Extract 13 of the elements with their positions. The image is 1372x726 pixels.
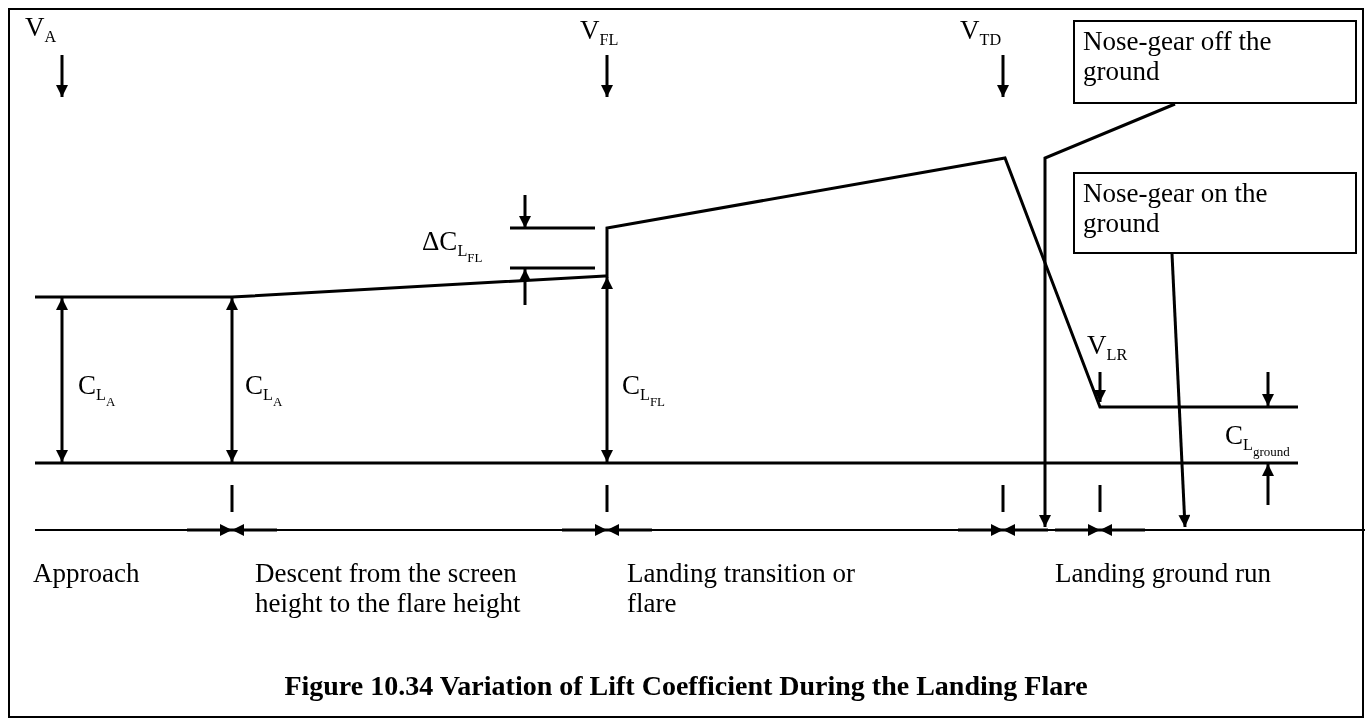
velocity-label: V$_{A}$ bbox=[25, 12, 57, 48]
phase-label: Landing transition or flare bbox=[627, 558, 856, 618]
figure-caption: Figure 10.34 Variation of Lift Coefficient During the Landing Flare bbox=[283, 670, 1089, 702]
phase-label: Landing ground run bbox=[1055, 558, 1272, 588]
velocity-label: V$_{FL}$ bbox=[580, 15, 619, 51]
leader-line bbox=[1170, 253, 1191, 528]
velocity-label: V$_{TD}$ bbox=[960, 15, 1002, 51]
phase-label: Descent from the screen height to the flare height bbox=[255, 558, 522, 618]
leader-line bbox=[1039, 102, 1176, 527]
callout-box: Nose-gear off the ground bbox=[1073, 20, 1357, 104]
phase-label: Approach bbox=[33, 558, 141, 588]
callout-box: Nose-gear on the ground bbox=[1073, 172, 1357, 254]
velocity-label: V$_{LR}$ bbox=[1087, 330, 1128, 366]
